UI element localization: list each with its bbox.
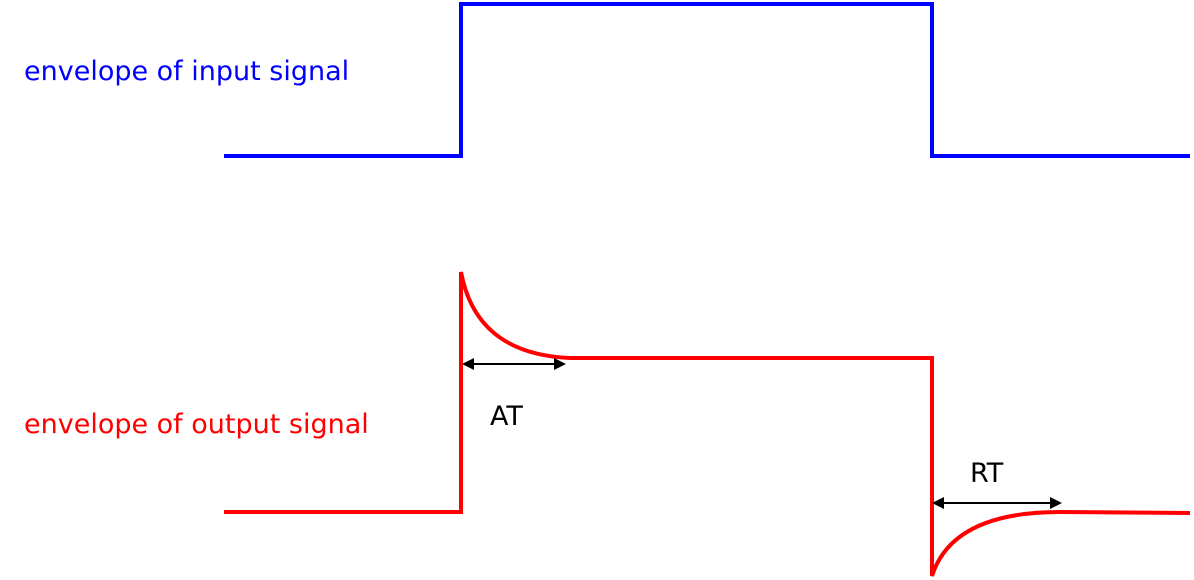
arrowhead-right <box>554 358 566 370</box>
input-signal-label: envelope of input signal <box>24 56 349 87</box>
release-time-label: RT <box>970 458 1004 489</box>
arrowhead-right <box>1050 497 1062 509</box>
attack-time-label: AT <box>490 401 523 432</box>
arrowhead-left <box>462 358 474 370</box>
attack-time-arrow <box>462 358 566 370</box>
input-envelope-line <box>224 2 1190 158</box>
output-envelope-line <box>224 271 1191 577</box>
arrowhead-left <box>932 497 944 509</box>
release-time-arrow <box>932 497 1062 509</box>
output-signal-label: envelope of output signal <box>24 409 369 440</box>
